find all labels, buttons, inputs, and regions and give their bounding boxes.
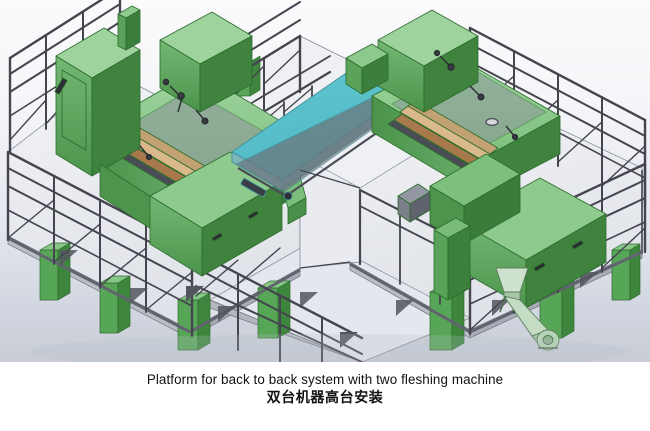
cad-scene-svg xyxy=(0,0,650,362)
figure-caption: Platform for back to back system with tw… xyxy=(0,362,650,431)
support-column xyxy=(99,275,131,334)
ground-shadow xyxy=(30,334,630,362)
caption-english: Platform for back to back system with tw… xyxy=(146,372,504,387)
support-column xyxy=(611,243,641,301)
safety-railing xyxy=(194,247,364,362)
caption-chinese: 双台机器高台安装 xyxy=(266,389,384,405)
fleshing-machine-right xyxy=(345,9,607,309)
misc-detail-group xyxy=(186,169,361,348)
cad-render-viewport xyxy=(0,0,650,362)
screw-conveyor xyxy=(495,267,560,351)
fleshing-machine-left xyxy=(54,5,307,277)
cabinet-side xyxy=(91,49,141,177)
